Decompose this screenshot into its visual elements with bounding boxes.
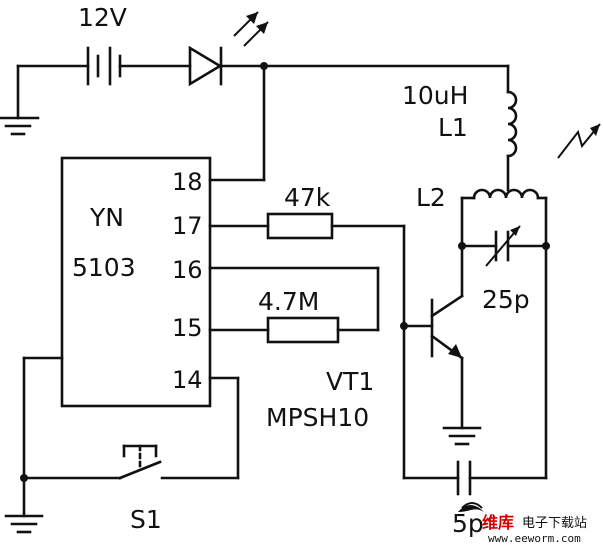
ground-symbol-left (0, 64, 40, 136)
ground-symbol-bottom (4, 514, 44, 534)
transistor-model: MPSH10 (266, 403, 369, 432)
watermark-site-name: 电子下载站 (522, 516, 587, 531)
watermark-logo-icon (458, 502, 484, 512)
watermark: 维库 电子下载站 www.eeworm.com (458, 502, 587, 545)
inductor-l1-name: L1 (438, 113, 468, 142)
inductor-l2-name: L2 (416, 183, 446, 212)
output-cap-label: 5p (452, 509, 484, 538)
top-rail: 12V (0, 3, 510, 182)
radiation-arrow-icon (557, 123, 601, 159)
inductor-l1: 10uH L1 (402, 64, 518, 192)
watermark-logo-text: 维库 (482, 513, 514, 532)
inductor-l1-value: 10uH (402, 81, 468, 110)
variable-capacitor: 25p (460, 225, 548, 314)
capacitor-label: 25p (482, 285, 530, 314)
output-capacitor: 5p (402, 324, 548, 538)
led (188, 11, 269, 87)
transistor-vt1: VT1 MPSH10 (266, 294, 464, 432)
ic-pin-15: 15 (172, 314, 203, 342)
watermark-url: www.eeworm.com (488, 532, 581, 545)
led-light-arrows-icon (233, 11, 269, 47)
resistor-4-7m: 4.7M (208, 266, 380, 344)
ground-symbol-emitter (442, 426, 482, 446)
ic-pin-14: 14 (172, 366, 203, 394)
battery: 12V (78, 3, 127, 86)
transistor-name: VT1 (326, 367, 374, 396)
ic-pin-17: 17 (172, 212, 203, 240)
ic-name-line2: 5103 (72, 253, 136, 282)
switch-label: S1 (130, 505, 162, 534)
switch-circuit: S1 (4, 356, 240, 534)
switch-s1: S1 (118, 444, 162, 534)
inductor-l2: L2 (416, 183, 548, 212)
ic-pin-18: 18 (172, 168, 203, 196)
ic-yn5103: YN 5103 18 17 16 15 14 (60, 156, 212, 408)
ic-name-line1: YN (89, 203, 124, 232)
resistor-47k-label: 47k (284, 183, 331, 212)
battery-label: 12V (78, 3, 127, 32)
junction-dot (20, 474, 28, 482)
ic-pin-16: 16 (172, 256, 203, 284)
resistor-47k: 47k (208, 183, 406, 328)
resistor-4-7m-label: 4.7M (258, 287, 319, 316)
